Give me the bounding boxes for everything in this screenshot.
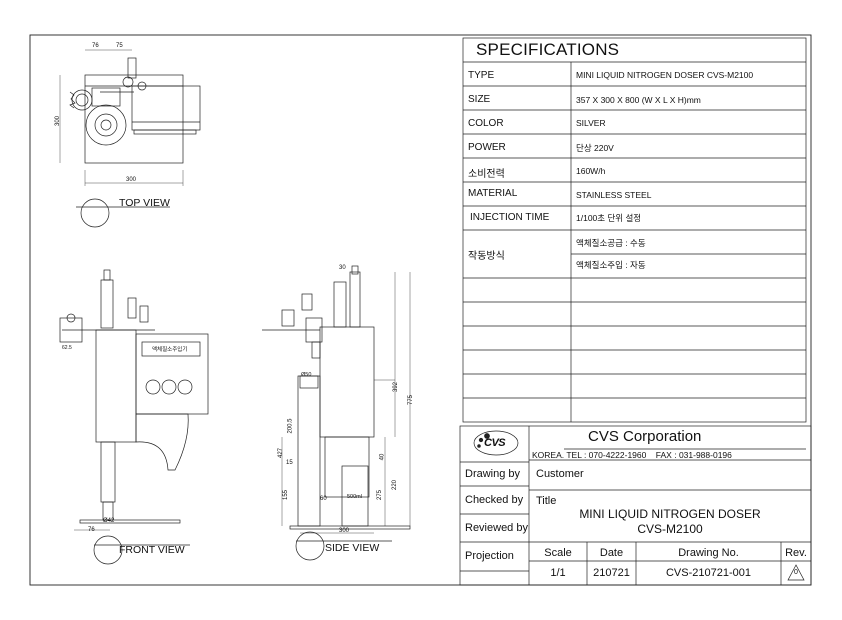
- checked-by-label: Checked by: [465, 494, 524, 506]
- spec-value: 1/100초 단위 설정: [576, 213, 642, 223]
- date-value: 210721: [593, 567, 630, 579]
- spec-row-type: TYPE MINI LIQUID NITROGEN DOSER CVS-M210…: [466, 62, 806, 86]
- spec-value: 357 X 300 X 800 (W X L X H)mm: [576, 95, 701, 105]
- spec-value: STAINLESS STEEL: [576, 190, 652, 200]
- spec-key: SIZE: [468, 94, 491, 105]
- dim-top-300-left: 300: [55, 115, 62, 127]
- projection-label: Projection: [465, 550, 514, 562]
- spec-title: SPECIFICATIONS: [476, 40, 620, 59]
- spec-operation-injection: 액체질소주입 : 자동: [576, 260, 646, 270]
- drawing-no-label: Drawing No.: [678, 547, 739, 559]
- dim-side-15: 15: [286, 460, 293, 466]
- spec-row-power: POWER 단상 220V: [466, 134, 806, 158]
- top-view-label: TOP VIEW: [119, 197, 170, 209]
- dim-side-275: 275: [377, 489, 384, 501]
- spec-value: SILVER: [576, 118, 606, 128]
- dim-top-76: 76: [92, 43, 99, 49]
- dim-top-75: 75: [116, 43, 123, 49]
- side-bottle-500ml: 500ml: [347, 494, 362, 500]
- dim-side-155: 155: [283, 489, 290, 501]
- title-label: Title: [536, 495, 557, 507]
- spec-key: TYPE: [468, 70, 495, 81]
- dim-side-392: 392: [393, 381, 400, 393]
- spec-row-injection-time: INJECTION TIME 1/100초 단위 설정: [466, 206, 806, 230]
- spec-key: INJECTION TIME: [470, 212, 550, 223]
- dim-side-200-5: 200.5: [287, 418, 294, 434]
- spec-key: 소비전력: [468, 169, 505, 180]
- spec-value: MINI LIQUID NITROGEN DOSER CVS-M2100: [576, 70, 754, 80]
- spec-key: POWER: [468, 142, 506, 153]
- spec-key: MATERIAL: [468, 188, 518, 199]
- dim-side-427: 427: [278, 447, 285, 459]
- dim-side-775: 775: [408, 394, 415, 406]
- side-view-label: SIDE VIEW: [325, 542, 380, 554]
- dim-side-300: 300: [339, 528, 350, 534]
- spec-row-color: COLOR SILVER: [466, 110, 806, 134]
- spec-row-consumption: 소비전력 160W/h: [466, 158, 806, 182]
- dim-side-30: 30: [339, 265, 346, 271]
- date-label: Date: [599, 547, 624, 559]
- dim-side-220: 220: [392, 479, 399, 491]
- spec-operation-supply: 액체질소공급 : 수동: [576, 238, 646, 248]
- drawing-title-line1: MINI LIQUID NITROGEN DOSER: [579, 507, 761, 521]
- spec-row-material: MATERIAL STAINLESS STEEL: [466, 182, 806, 206]
- rev-label: Rev.: [785, 547, 807, 559]
- front-view-label: FRONT VIEW: [119, 544, 185, 556]
- drawing-no-value: CVS-210721-001: [665, 567, 751, 579]
- reviewed-by-label: Reviewed by: [465, 522, 528, 534]
- dim-front-62-5: 62.5: [62, 345, 72, 351]
- spec-key: COLOR: [468, 118, 504, 129]
- front-panel-label: 액체질소주입기: [152, 347, 188, 353]
- rev-value: 0: [794, 569, 798, 576]
- dim-side-60: 60: [320, 496, 327, 502]
- dim-side-d50: Ø50: [301, 372, 312, 378]
- dim-front-d42: Ø42: [103, 518, 115, 524]
- dim-side-40: 40: [379, 453, 386, 461]
- spec-key-operation: 작동방식: [468, 251, 505, 262]
- scale-label: Scale: [544, 547, 572, 559]
- spec-row-size: SIZE 357 X 300 X 800 (W X L X H)mm: [466, 86, 806, 110]
- company-contact: KOREA. TEL : 070-4222-1960 FAX : 031-988…: [532, 450, 732, 460]
- customer-label: Customer: [536, 468, 584, 480]
- spec-value: 160W/h: [576, 166, 606, 176]
- spec-value: 단상 220V: [576, 143, 614, 153]
- dim-front-76: 76: [88, 527, 95, 533]
- company-logo: CVS: [484, 437, 506, 449]
- company-name: CVS Corporation: [588, 428, 702, 445]
- drawing-by-label: Drawing by: [465, 468, 521, 480]
- scale-value: 1/1: [550, 567, 566, 579]
- dim-top-300-bottom: 300: [126, 177, 137, 183]
- drawing-title-line2: CVS-M2100: [637, 522, 703, 536]
